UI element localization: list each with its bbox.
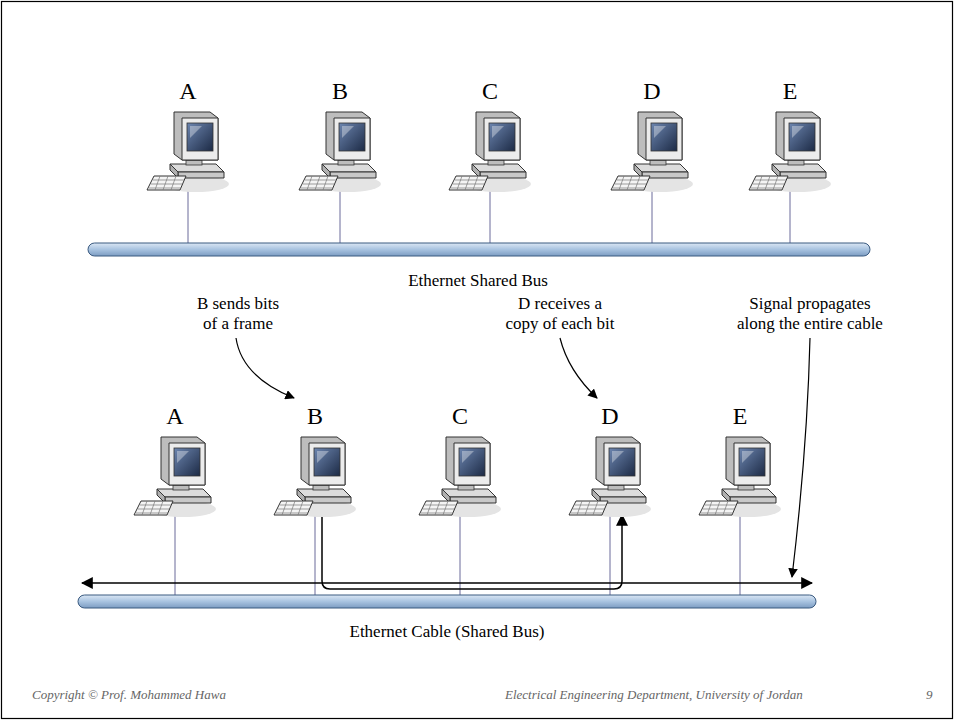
computer-node: B xyxy=(273,403,357,519)
computer-icon xyxy=(133,429,217,519)
computer-node: C xyxy=(448,78,532,194)
drop-lines xyxy=(175,170,790,595)
station-letter: D xyxy=(568,403,652,429)
station-letter: A xyxy=(133,403,217,429)
computer-node: D xyxy=(568,403,652,519)
station-letter: E xyxy=(748,78,832,104)
footer-text: Electrical Engineering Department, Unive… xyxy=(505,685,803,705)
station-letter: B xyxy=(273,403,357,429)
annotation-label: B sends bits of a frame xyxy=(173,294,303,334)
computer-node: A xyxy=(133,403,217,519)
footer-text: 9 xyxy=(926,685,933,705)
annotation-label: Ethernet Cable (Shared Bus) xyxy=(287,622,607,642)
station-letter: C xyxy=(448,78,532,104)
station-letter: C xyxy=(418,403,502,429)
station-letter: B xyxy=(298,78,382,104)
computer-node: E xyxy=(748,78,832,194)
annotation-label: Ethernet Shared Bus xyxy=(318,271,638,291)
computer-icon xyxy=(448,104,532,194)
computer-icon xyxy=(568,429,652,519)
computer-icon xyxy=(748,104,832,194)
ethernet-cable xyxy=(78,595,816,608)
computer-node: B xyxy=(298,78,382,194)
station-letter: D xyxy=(610,78,694,104)
leader-arrow xyxy=(236,338,294,398)
frame-path-arrow xyxy=(322,515,622,589)
leader-arrow xyxy=(792,338,810,577)
computer-icon xyxy=(610,104,694,194)
computer-icon xyxy=(418,429,502,519)
computer-node: D xyxy=(610,78,694,194)
leader-arrow xyxy=(560,338,597,398)
computer-node: E xyxy=(698,403,782,519)
computer-node: C xyxy=(418,403,502,519)
computer-node: A xyxy=(146,78,230,194)
station-letter: E xyxy=(698,403,782,429)
annotation-label: Signal propagates along the entire cable xyxy=(710,294,910,334)
computer-icon xyxy=(146,104,230,194)
footer-text: Copyright © Prof. Mohammed Hawa xyxy=(32,685,226,705)
shared-bus xyxy=(88,243,870,256)
computer-icon xyxy=(298,104,382,194)
computer-icon xyxy=(273,429,357,519)
computer-icon xyxy=(698,429,782,519)
station-letter: A xyxy=(146,78,230,104)
annotation-label: D receives a copy of each bit xyxy=(485,294,635,334)
propagation-arrow xyxy=(82,582,812,584)
